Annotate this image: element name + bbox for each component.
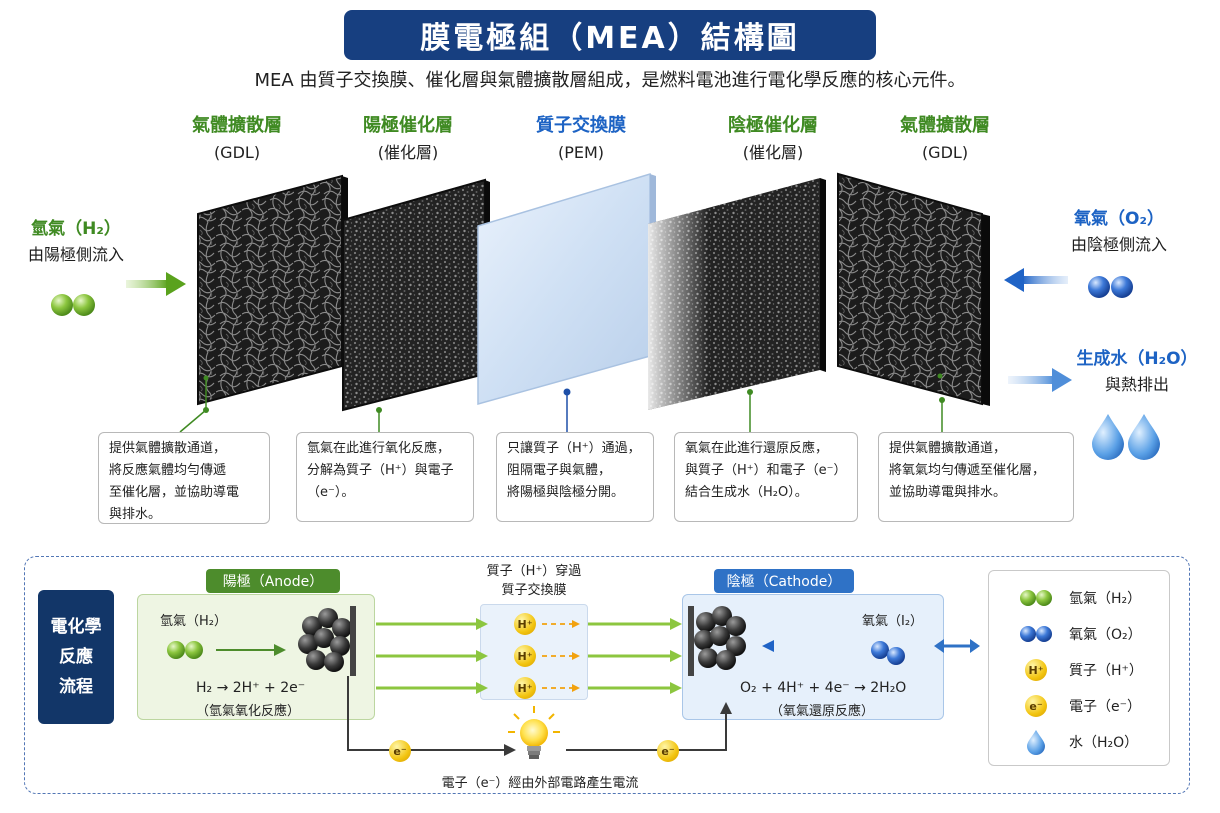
pem-description: 只讓質子（H⁺）通過， 阻隔電子與氣體， 將陽極與陰極分開。: [496, 432, 654, 522]
anode-catalyst-particles-icon: [298, 606, 356, 676]
hydrogen-input-sub: 由陽極側流入: [27, 245, 124, 264]
layer-abbrev: (催化層): [742, 143, 804, 162]
electron-icon: e⁻: [1017, 691, 1055, 721]
page-title: 膜電極組（MEA）結構圖: [344, 10, 876, 60]
layer-heading-anode-catalyst: 陽極催化層 (催化層): [323, 112, 493, 166]
cathode-gas-arrow-icon: [762, 640, 860, 652]
electron-symbol: e⁻: [1025, 695, 1047, 717]
light-bulb-icon: [508, 706, 560, 759]
water-drop-icon: [1017, 727, 1055, 757]
proton-icon: H⁺: [1017, 655, 1055, 685]
layer-name: 質子交換膜: [536, 115, 626, 136]
proton-icon: H⁺: [514, 613, 536, 635]
anode-hydrogen-icon: [167, 641, 203, 659]
legend-label: 氫氣（H₂）: [1069, 591, 1142, 607]
cathode-catalyst-description: 氧氣在此進行還原反應， 與質子（H⁺）和電子（e⁻） 結合生成水（H₂O）。: [674, 432, 858, 522]
layer-name: 氣體擴散層: [192, 115, 282, 136]
electron-icon: e⁻: [389, 740, 411, 762]
cathode-catalyst-plate: [648, 178, 826, 410]
bidirectional-arrow-icon: [934, 639, 980, 653]
legend-item-hydrogen: 氫氣（H₂）: [1017, 583, 1141, 613]
water-flow-arrow-icon: [1008, 368, 1072, 392]
oxygen-input-sub: 由陰極側流入: [1070, 235, 1167, 254]
cathode-equation: O₂ + 4H⁺ + 4e⁻ → 2H₂O: [740, 680, 907, 696]
proton-transfer-arrows: [376, 618, 682, 694]
pem-flow-label-line1: 質子（H⁺）穿過: [486, 564, 582, 579]
hydrogen-input-label: 氫氣（H₂） 由陽極側流入: [18, 216, 134, 268]
proton-icon: H⁺: [514, 677, 536, 699]
legend-panel: 氫氣（H₂） 氧氣（O₂） H⁺ 質子（H⁺） e⁻ 電子（e⁻） 水（H₂O）: [988, 570, 1170, 766]
oxygen-molecule-icon: [1088, 276, 1133, 298]
legend-label: 氧氣（O₂）: [1069, 627, 1142, 643]
hydrogen-molecule-icon: [51, 294, 95, 316]
water-drop-icon: [1092, 414, 1160, 460]
layer-name: 氣體擴散層: [900, 115, 990, 136]
layer-name: 陰極催化層: [728, 115, 818, 136]
external-circuit-label: 電子（e⁻）經由外部電路產生電流: [441, 776, 639, 791]
pem-flow-label: 質子（H⁺）穿過 質子交換膜: [474, 562, 594, 600]
layer-abbrev: (GDL): [213, 143, 261, 162]
legend-label: 質子（H⁺）: [1069, 663, 1143, 679]
water-output-label: 生成水（H₂O） 與熱排出: [1070, 346, 1204, 398]
anode-catalyst-description: 氫氣在此進行氧化反應， 分解為質子（H⁺）與電子 （e⁻）。: [296, 432, 474, 522]
gdl-cathode-description: 提供氣體擴散通道， 將氧氣均勻傳遞至催化層， 並協助導電與排水。: [878, 432, 1074, 522]
reaction-flow-panel: [24, 556, 1190, 794]
layer-heading-gdl-anode: 氣體擴散層 (GDL): [152, 112, 322, 166]
oxygen-input-title: 氧氣（O₂）: [1074, 209, 1164, 229]
layer-abbrev: (PEM): [557, 143, 605, 162]
electron-icon: e⁻: [657, 740, 679, 762]
legend-label: 水（H₂O）: [1069, 735, 1139, 751]
cathode-oxygen-icon: [871, 641, 905, 665]
oxygen-flow-arrow-icon: [1004, 268, 1068, 292]
proton-icon: H⁺: [514, 645, 536, 667]
water-output-sub: 與熱排出: [1104, 375, 1169, 394]
anode-gas-label: 氫氣（H₂）: [160, 614, 227, 629]
anode-equation: H₂ → 2H⁺ + 2e⁻: [196, 680, 306, 696]
anode-tag: 陽極（Anode）: [206, 569, 340, 593]
external-circuit-lines: [347, 676, 732, 756]
page-subtitle: MEA 由質子交換膜、催化層與氣體擴散層組成，是燃料電池進行電化學反應的核心元件…: [254, 70, 966, 91]
cathode-tag: 陰極（Cathode）: [714, 569, 854, 593]
layer-abbrev: (GDL): [921, 143, 969, 162]
anode-reaction-note: （氫氣氧化反應）: [196, 704, 301, 719]
oxygen-input-label: 氧氣（O₂） 由陰極側流入: [1054, 206, 1184, 258]
layer-heading-pem: 質子交換膜 (PEM): [496, 112, 666, 166]
reaction-flow-title: 電化學 反應 流程: [38, 590, 114, 724]
hydrogen-input-title: 氫氣（H₂）: [31, 219, 121, 239]
layer-heading-gdl-cathode: 氣體擴散層 (GDL): [860, 112, 1030, 166]
legend-item-oxygen: 氧氣（O₂）: [1017, 619, 1142, 649]
layer-heading-cathode-catalyst: 陰極催化層 (催化層): [688, 112, 858, 166]
hydrogen-molecule-icon: [1017, 583, 1055, 613]
layer-name: 陽極催化層: [363, 115, 453, 136]
hydrogen-flow-arrow-icon: [126, 272, 186, 296]
water-output-title: 生成水（H₂O）: [1076, 349, 1198, 369]
legend-item-electron: e⁻ 電子（e⁻）: [1017, 691, 1141, 721]
cathode-reaction-note: （氧氣還原反應）: [770, 704, 875, 719]
proton-symbol: H⁺: [1025, 659, 1047, 681]
cathode-gas-label: 氧氣（I₂）: [862, 614, 924, 629]
pem-flow-label-line2: 質子交換膜: [501, 583, 567, 598]
layer-abbrev: (催化層): [377, 143, 439, 162]
oxygen-molecule-icon: [1017, 619, 1055, 649]
legend-label: 電子（e⁻）: [1069, 699, 1142, 715]
anode-gas-arrow-icon: [216, 644, 286, 656]
leader-lines: [179, 378, 945, 433]
legend-item-proton: H⁺ 質子（H⁺）: [1017, 655, 1143, 685]
legend-item-water: 水（H₂O）: [1017, 727, 1138, 757]
gdl-anode-description: 提供氣體擴散通道， 將反應氣體均勻傳遞 至催化層，並協助導電 與排水。: [98, 432, 270, 524]
cathode-catalyst-particles-icon: [688, 606, 746, 676]
gdl-cathode-plate: [837, 172, 990, 406]
